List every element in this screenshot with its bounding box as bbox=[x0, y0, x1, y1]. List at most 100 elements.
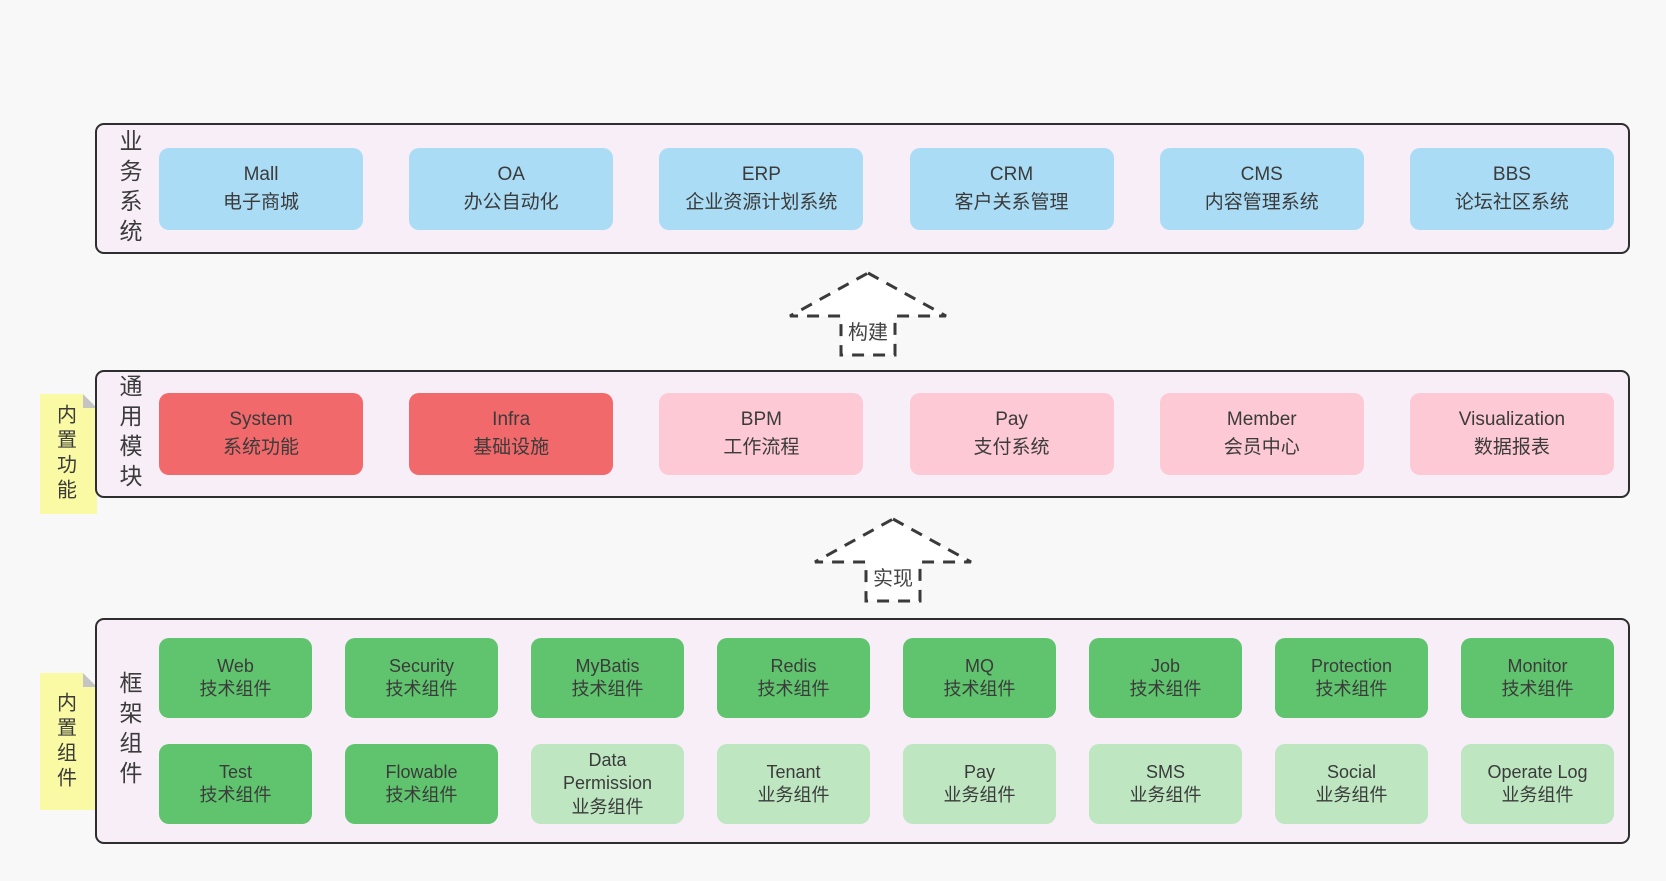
box-pay-component-subtitle: 业务组件 bbox=[943, 785, 1016, 805]
implement-arrow-label: 实现 bbox=[870, 561, 916, 592]
box-erp-subtitle: 企业资源计划系统 bbox=[685, 191, 838, 213]
box-redis-subtitle: 技术组件 bbox=[757, 679, 830, 699]
box-oa: OA 办公自动化 bbox=[409, 147, 614, 230]
box-flowable-title: Flowable bbox=[385, 761, 458, 782]
business-systems-side-label: 业务系统 bbox=[116, 128, 142, 249]
box-monitor: Monitor 技术组件 bbox=[1461, 638, 1614, 718]
box-sms-title: SMS bbox=[1145, 761, 1185, 782]
box-sms: SMS 业务组件 bbox=[1089, 744, 1242, 824]
box-visualization-title: Visualization bbox=[1458, 409, 1566, 431]
box-pay-component-title: Pay bbox=[963, 761, 996, 782]
box-test: Test 技术组件 bbox=[159, 744, 312, 824]
box-mybatis-subtitle: 技术组件 bbox=[571, 679, 644, 699]
box-member: Member 会员中心 bbox=[1159, 393, 1364, 475]
box-bpm: BPM 工作流程 bbox=[659, 393, 864, 475]
box-crm: CRM 客户关系管理 bbox=[909, 147, 1114, 230]
box-mq-title: MQ bbox=[965, 655, 994, 676]
box-member-title: Member bbox=[1226, 409, 1297, 431]
business-systems-box-row: Mall 电子商城 OA 办公自动化 ERP 企业资源计划系统 CRM 客户关系… bbox=[159, 147, 1614, 230]
box-social-subtitle: 业务组件 bbox=[1315, 785, 1388, 805]
box-data-permission: Data Permission 业务组件 bbox=[531, 744, 684, 824]
box-redis-title: Redis bbox=[770, 655, 817, 676]
box-sms-subtitle: 业务组件 bbox=[1129, 785, 1202, 805]
box-bpm-title: BPM bbox=[740, 409, 782, 431]
build-arrow-icon: 构建 bbox=[787, 270, 949, 358]
box-bpm-subtitle: 工作流程 bbox=[723, 437, 800, 458]
box-mybatis: MyBatis 技术组件 bbox=[531, 638, 684, 718]
dashed-up-arrow-icon bbox=[789, 271, 947, 357]
box-monitor-title: Monitor bbox=[1507, 655, 1568, 676]
box-crm-title: CRM bbox=[989, 163, 1034, 185]
dashed-up-arrow-icon bbox=[814, 517, 972, 603]
box-mall: Mall 电子商城 bbox=[159, 147, 363, 230]
box-mall-subtitle: 电子商城 bbox=[222, 191, 299, 213]
box-tenant-subtitle: 业务组件 bbox=[757, 785, 830, 805]
box-pay-module: Pay 支付系统 bbox=[909, 393, 1114, 475]
built-in-components-note-label: 内置组件 bbox=[53, 691, 76, 792]
box-system-title: System bbox=[229, 409, 293, 431]
box-social-title: Social bbox=[1326, 761, 1377, 782]
box-cms-title: CMS bbox=[1240, 163, 1283, 185]
box-test-title: Test bbox=[218, 761, 252, 782]
box-system-subtitle: 系统功能 bbox=[222, 437, 299, 458]
box-monitor-subtitle: 技术组件 bbox=[1501, 679, 1574, 699]
box-pay-component: Pay 业务组件 bbox=[903, 744, 1056, 824]
box-pay-module-title: Pay bbox=[995, 409, 1028, 431]
box-protection-subtitle: 技术组件 bbox=[1315, 679, 1388, 699]
box-data-permission-subtitle: 业务组件 bbox=[571, 796, 644, 817]
framework-components-row-2: Test 技术组件 Flowable 技术组件 Data Permission … bbox=[159, 744, 1614, 824]
box-erp-title: ERP bbox=[741, 163, 781, 185]
box-test-subtitle: 技术组件 bbox=[199, 785, 272, 805]
box-system: System 系统功能 bbox=[159, 393, 363, 475]
implement-arrow-icon: 实现 bbox=[812, 516, 974, 604]
framework-components-side-label: 框架组件 bbox=[116, 671, 142, 791]
box-erp: ERP 企业资源计划系统 bbox=[659, 147, 864, 230]
box-infra: Infra 基础设施 bbox=[409, 393, 614, 475]
box-tenant: Tenant 业务组件 bbox=[717, 744, 870, 824]
box-redis: Redis 技术组件 bbox=[717, 638, 870, 718]
box-protection: Protection 技术组件 bbox=[1275, 638, 1428, 718]
box-oa-title: OA bbox=[497, 163, 525, 185]
framework-components-grid: Web 技术组件 Security 技术组件 MyBatis 技术组件 Redi… bbox=[159, 638, 1614, 824]
box-tenant-title: Tenant bbox=[766, 761, 821, 782]
box-operate-log: Operate Log 业务组件 bbox=[1461, 744, 1614, 824]
box-infra-subtitle: 基础设施 bbox=[473, 437, 550, 458]
box-security-subtitle: 技术组件 bbox=[385, 679, 458, 699]
box-visualization: Visualization 数据报表 bbox=[1409, 393, 1614, 475]
box-infra-title: Infra bbox=[492, 409, 531, 431]
box-job: Job 技术组件 bbox=[1089, 638, 1242, 718]
box-cms-subtitle: 内容管理系统 bbox=[1204, 191, 1319, 213]
box-web-title: Web bbox=[217, 655, 254, 676]
box-cms: CMS 内容管理系统 bbox=[1159, 147, 1364, 230]
box-mq-subtitle: 技术组件 bbox=[943, 679, 1016, 699]
box-social: Social 业务组件 bbox=[1275, 744, 1428, 824]
box-crm-subtitle: 客户关系管理 bbox=[954, 191, 1069, 213]
built-in-features-note-label: 内置功能 bbox=[53, 404, 76, 504]
box-security: Security 技术组件 bbox=[345, 638, 498, 718]
common-modules-box-row: System 系统功能 Infra 基础设施 BPM 工作流程 Pay 支付系统… bbox=[159, 393, 1614, 475]
framework-components-panel: 框架组件 Web 技术组件 Security 技术组件 MyBatis 技术组件… bbox=[95, 618, 1630, 844]
box-flowable-subtitle: 技术组件 bbox=[385, 785, 458, 805]
box-job-title: Job bbox=[1150, 655, 1181, 676]
box-bbs-title: BBS bbox=[1492, 163, 1531, 185]
framework-components-row-1: Web 技术组件 Security 技术组件 MyBatis 技术组件 Redi… bbox=[159, 638, 1614, 718]
box-operate-log-title: Operate Log bbox=[1487, 761, 1588, 782]
box-member-subtitle: 会员中心 bbox=[1223, 437, 1300, 458]
box-mq: MQ 技术组件 bbox=[903, 638, 1056, 718]
common-modules-panel: 通用模块 System 系统功能 Infra 基础设施 BPM 工作流程 Pay… bbox=[95, 370, 1630, 498]
box-pay-module-subtitle: 支付系统 bbox=[973, 437, 1050, 458]
box-bbs-subtitle: 论坛社区系统 bbox=[1454, 191, 1569, 213]
business-systems-panel: 业务系统 Mall 电子商城 OA 办公自动化 ERP 企业资源计划系统 CRM… bbox=[95, 123, 1630, 254]
box-visualization-subtitle: 数据报表 bbox=[1473, 437, 1550, 458]
box-oa-subtitle: 办公自动化 bbox=[463, 191, 559, 213]
build-arrow-label: 构建 bbox=[845, 315, 891, 346]
box-job-subtitle: 技术组件 bbox=[1129, 679, 1202, 699]
box-mybatis-title: MyBatis bbox=[575, 655, 640, 676]
box-security-title: Security bbox=[388, 655, 455, 676]
box-web: Web 技术组件 bbox=[159, 638, 312, 718]
box-flowable: Flowable 技术组件 bbox=[345, 744, 498, 824]
box-operate-log-subtitle: 业务组件 bbox=[1501, 785, 1574, 805]
box-protection-title: Protection bbox=[1310, 655, 1393, 676]
built-in-components-note: 内置组件 bbox=[40, 673, 97, 810]
box-data-permission-title: Data Permission bbox=[562, 749, 653, 794]
